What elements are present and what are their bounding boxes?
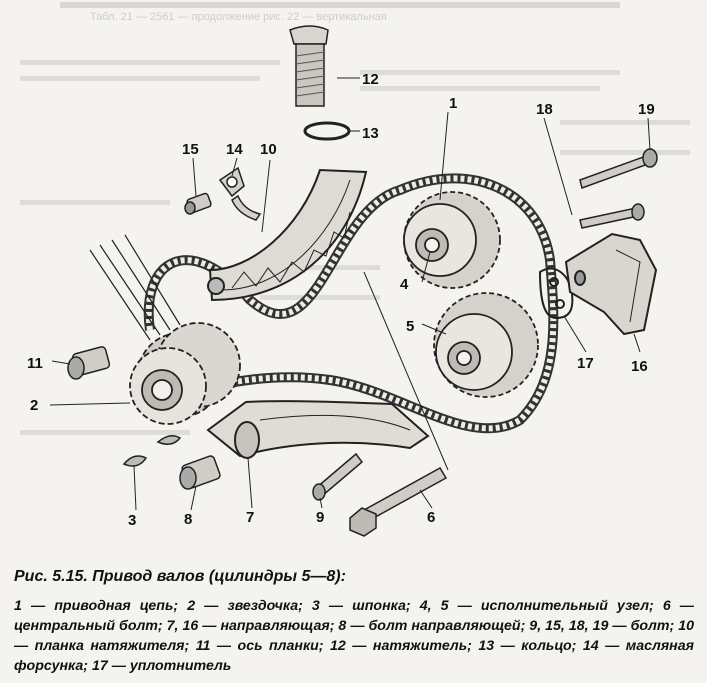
label-3: 3 <box>128 512 136 529</box>
timing-drive-diagram: Табл. 21 — 2561 — продолжение рис. 22 — … <box>20 2 690 537</box>
guide-rail-7 <box>206 400 430 459</box>
label-18: 18 <box>536 101 553 118</box>
label-10: 10 <box>260 141 277 158</box>
bolt-19 <box>579 148 658 189</box>
caption-legend: 1 — приводная цепь; 2 — звездочка; 3 — ш… <box>14 598 694 674</box>
label-8: 8 <box>184 511 192 528</box>
bolt-9 <box>312 452 364 501</box>
label-16: 16 <box>631 358 648 375</box>
guide-bolt <box>179 455 221 490</box>
tensioner-rail <box>207 168 368 302</box>
guide-rail-16 <box>564 232 658 336</box>
bolt-18 <box>579 203 645 229</box>
seal-gasket <box>538 267 574 320</box>
sealing-ring <box>303 121 351 141</box>
oil-jet <box>218 166 262 221</box>
label-2: 2 <box>30 397 38 414</box>
label-4: 4 <box>400 276 409 293</box>
label-5: 5 <box>406 318 414 335</box>
leader-lines <box>49 77 651 511</box>
label-9: 9 <box>316 509 324 526</box>
label-6: 6 <box>427 509 435 526</box>
label-17: 17 <box>577 355 594 372</box>
label-15: 15 <box>182 141 199 158</box>
label-13: 13 <box>362 125 379 142</box>
central-bolt <box>349 466 448 537</box>
timing-chain <box>89 173 559 434</box>
label-14: 14 <box>226 141 243 158</box>
background-text: Табл. 21 — 2561 — продолжение рис. 22 — … <box>20 2 690 435</box>
tensioner <box>289 25 329 107</box>
label-1: 1 <box>449 95 457 112</box>
keys <box>122 435 182 467</box>
label-19: 19 <box>638 101 655 118</box>
label-12: 12 <box>362 71 379 88</box>
label-11: 11 <box>27 355 43 372</box>
bolt-15 <box>184 192 212 215</box>
caption-title: Рис. 5.15. Привод валов (цилиндры 5—8): <box>14 568 346 585</box>
part-numbers: 1 2 3 4 5 6 7 8 9 10 11 12 13 14 15 16 1… <box>27 71 655 529</box>
cam-adjuster-4 <box>403 191 501 289</box>
figure-caption: Рис. 5.15. Привод валов (цилиндры 5—8): … <box>14 560 694 676</box>
label-7: 7 <box>246 509 254 526</box>
rail-axle <box>67 346 111 380</box>
crank-sprocket <box>129 322 241 425</box>
background-header-text: Табл. 21 — 2561 — продолжение рис. 22 — … <box>90 11 387 23</box>
cam-adjuster-5 <box>433 292 539 398</box>
